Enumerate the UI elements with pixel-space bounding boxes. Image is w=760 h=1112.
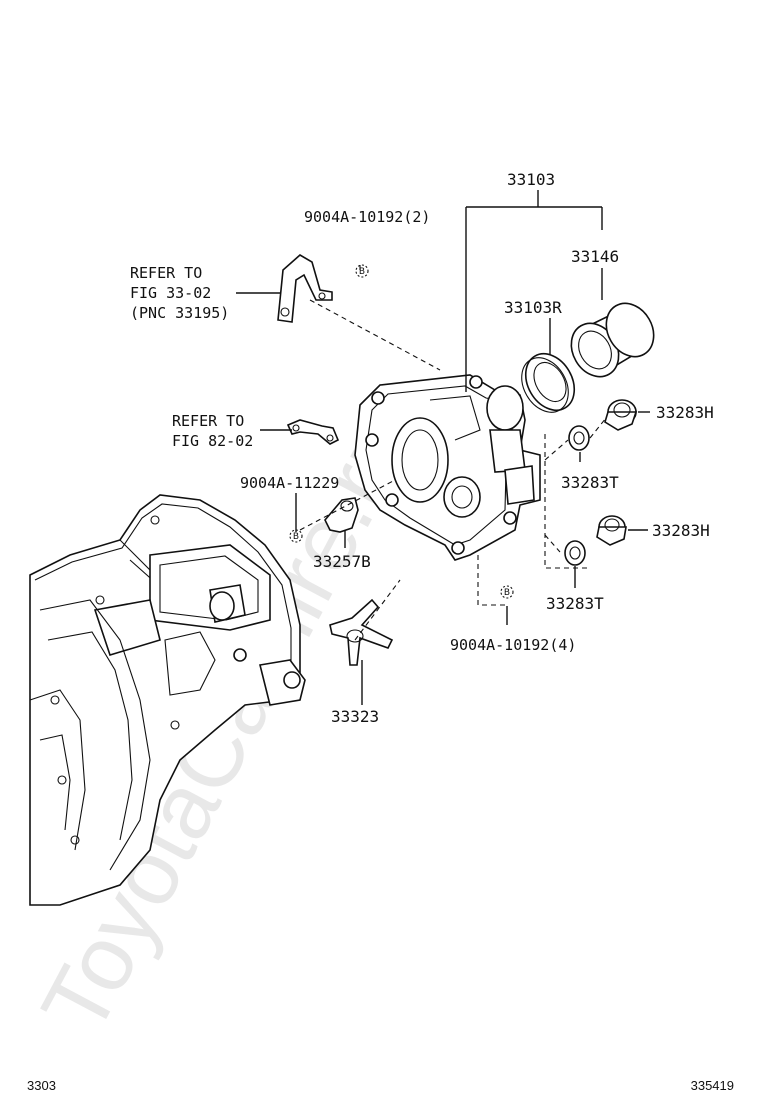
- refer-b-line2: FIG 82-02: [172, 432, 253, 450]
- label-33283h-lower: 33283H: [652, 521, 710, 540]
- label-bolt-9004a-10192-4: 9004A-10192(4): [450, 636, 576, 654]
- gasket-33283t-lower-drawing: [564, 540, 586, 566]
- bracket-82-02-drawing: [286, 419, 340, 445]
- label-33103: 33103: [507, 170, 555, 189]
- label-bolt-9004a-10192-2: 9004A-10192(2): [304, 208, 430, 226]
- bolt-symbol-bottom: B: [500, 585, 514, 599]
- label-33257b: 33257B: [313, 552, 371, 571]
- svg-text:B: B: [293, 532, 299, 542]
- oil-seal-33103r-drawing: [521, 352, 576, 413]
- leader-lines: [236, 190, 650, 705]
- transmission-case-drawing: [29, 494, 306, 906]
- plug-33283h-upper-drawing: [604, 399, 638, 431]
- assembly-dashed-lines: [299, 262, 607, 641]
- gasket-33283t-upper-drawing: [568, 425, 590, 451]
- svg-text:B: B: [504, 588, 510, 598]
- figure-code: 3303: [27, 1078, 56, 1093]
- plug-33283h-lower-drawing: [596, 515, 627, 546]
- bushing-33146-drawing: [570, 302, 655, 378]
- refer-b-line1: REFER TO: [172, 412, 244, 430]
- label-33323: 33323: [331, 707, 379, 726]
- label-33146: 33146: [571, 247, 619, 266]
- refer-a-line2: FIG 33-02: [130, 284, 211, 302]
- label-bolt-9004a-11229: 9004A-11229: [240, 474, 339, 492]
- svg-text:B: B: [359, 267, 365, 277]
- label-33103r: 33103R: [504, 298, 562, 317]
- label-33283h-upper: 33283H: [656, 403, 714, 422]
- label-33283t-upper: 33283T: [561, 473, 619, 492]
- illustration-number: 335419: [691, 1078, 734, 1093]
- refer-a-line1: REFER TO: [130, 264, 202, 282]
- bolt-symbol-top: B: [355, 264, 369, 278]
- refer-a-line3: (PNC 33195): [130, 304, 229, 322]
- label-33283t-lower: 33283T: [546, 594, 604, 613]
- bracket-33195-drawing: [277, 254, 333, 323]
- extension-housing-drawing: [354, 374, 541, 561]
- bolt-symbol-mid: B: [289, 529, 303, 543]
- bracket-33257b-drawing: [324, 497, 359, 533]
